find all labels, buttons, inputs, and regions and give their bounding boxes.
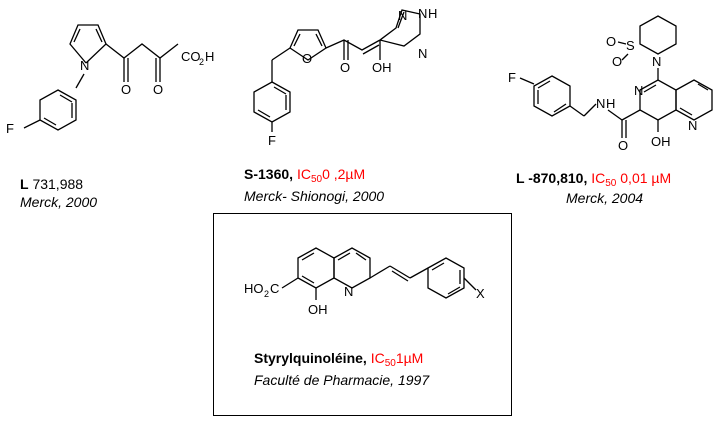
svg-text:2: 2 [264,289,269,299]
atom-o-amide: O [618,138,628,153]
atom-ho2c: HO [244,281,264,296]
highlight-frame [213,213,512,416]
svg-text:H: H [428,6,437,21]
atom-o-s2: O [612,54,622,69]
atom-n: N [344,284,353,299]
atom-n-amide: N [596,96,605,111]
svg-text:2: 2 [199,57,204,67]
atom-oh: OH [372,60,392,75]
atom-n-ring: N [634,83,643,98]
atom-o2: O [153,82,163,97]
ref-l731988: Merck, 2000 [20,194,98,210]
svg-text:H: H [205,49,214,64]
atom-o-furan: O [302,51,312,66]
atom-n-triazole: N [398,8,407,23]
structure-styrylquinoleine: N HO 2 C OH X [244,247,485,317]
ref-s1360: Merck- Shionogi, 2000 [244,188,385,204]
atom-f: F [508,70,516,85]
label-l870810: L -870,810, IC50 0,01 µM [516,170,672,189]
atom-x: X [476,286,485,301]
atom-s: S [626,38,635,53]
atom-nh: N [418,6,427,21]
structure-l870810: F N H O N N OH N S O O [508,15,713,153]
atom-n2-triazole: N [418,46,427,61]
atom-o-s1: O [606,34,616,49]
atom-o1: O [121,82,131,97]
ref-l870810: Merck, 2004 [566,190,644,206]
label-s1360: S-1360, IC500 ,2µM [244,166,366,185]
atom-co2h: CO [181,49,201,64]
atom-f: F [6,121,14,136]
svg-text:H: H [606,96,615,111]
atom-n: N [80,58,89,73]
ic50-styrylquinoleine: IC501µM [370,350,424,369]
ref-styrylquinoleine: Faculté de Pharmacie, 1997 [254,372,430,388]
label-styrylquinoleine: Styrylquinoléine, IC501µM [254,350,424,369]
svg-text:C: C [270,281,279,296]
atom-f: F [268,133,276,148]
atom-oh: OH [651,134,671,149]
atom-oh: OH [308,302,328,317]
label-l731988: L 731,988 [20,176,84,192]
ic50-s1360: IC500 ,2µM [296,166,366,185]
structure-s1360: O F O OH N N H N [253,6,437,148]
atom-o-carbonyl: O [340,60,350,75]
structure-l731988: N O O CO 2 H F [6,24,214,136]
ic50-l870810: IC50 0,01 µM [591,170,672,189]
atom-n-ring2: N [688,118,697,133]
atom-n-sultam: N [652,54,661,69]
